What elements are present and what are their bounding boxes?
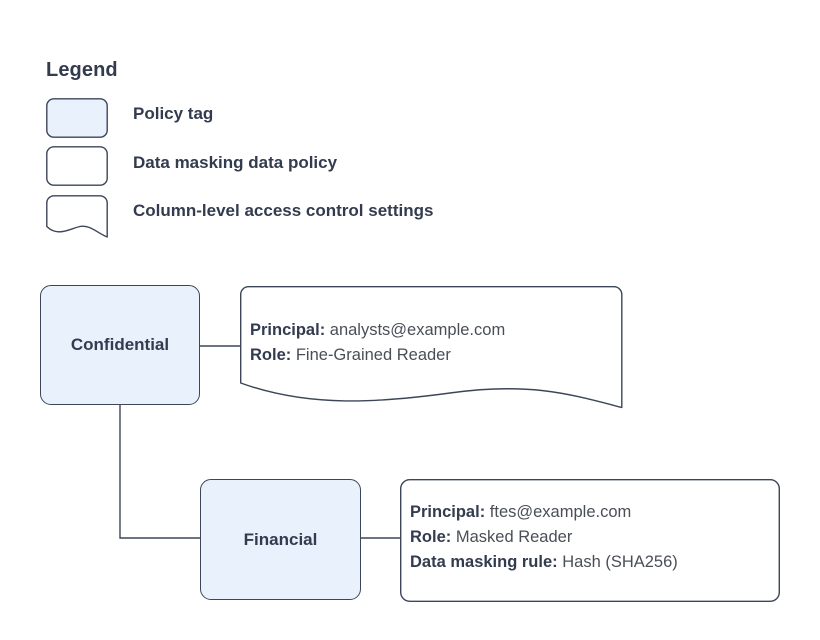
note-value: Masked Reader	[455, 528, 573, 546]
note-line: Role: Fine-Grained Reader	[250, 343, 505, 368]
note-value: Fine-Grained Reader	[295, 346, 451, 364]
note-line: Data masking rule: Hash (SHA256)	[410, 550, 678, 575]
note-value: analysts@example.com	[329, 321, 506, 339]
note-confidential-text: Principal: analysts@example.com Role: Fi…	[250, 318, 505, 368]
note-financial[interactable]: Principal: ftes@example.com Role: Masked…	[399, 478, 781, 602]
note-key: Data masking rule:	[410, 553, 558, 571]
note-key: Role:	[250, 346, 292, 364]
note-line: Role: Masked Reader	[410, 525, 678, 550]
node-confidential[interactable]: Confidential	[40, 285, 200, 405]
note-key: Role:	[410, 528, 452, 546]
note-financial-text: Principal: ftes@example.com Role: Masked…	[410, 500, 678, 575]
data-masking-policy-swatch	[46, 146, 108, 186]
legend-item-label-policy-tag: Policy tag	[133, 104, 214, 123]
edge-confidential-to-financial	[119, 405, 200, 539]
note-line: Principal: ftes@example.com	[410, 500, 678, 525]
note-value: Hash (SHA256)	[562, 553, 678, 571]
note-line: Principal: analysts@example.com	[250, 318, 505, 343]
legend-title: Legend	[46, 59, 118, 81]
legend-item-label-column-access-settings: Column-level access control settings	[133, 201, 434, 220]
policy-tag-swatch	[46, 98, 108, 138]
node-financial[interactable]: Financial	[200, 479, 361, 600]
note-key: Principal:	[250, 321, 326, 339]
column-access-settings-swatch	[46, 195, 108, 238]
note-key: Principal:	[410, 503, 486, 521]
note-confidential[interactable]: Principal: analysts@example.com Role: Fi…	[240, 286, 623, 410]
note-value: ftes@example.com	[489, 503, 632, 521]
legend-item-label-data-masking-policy: Data masking data policy	[133, 153, 338, 172]
